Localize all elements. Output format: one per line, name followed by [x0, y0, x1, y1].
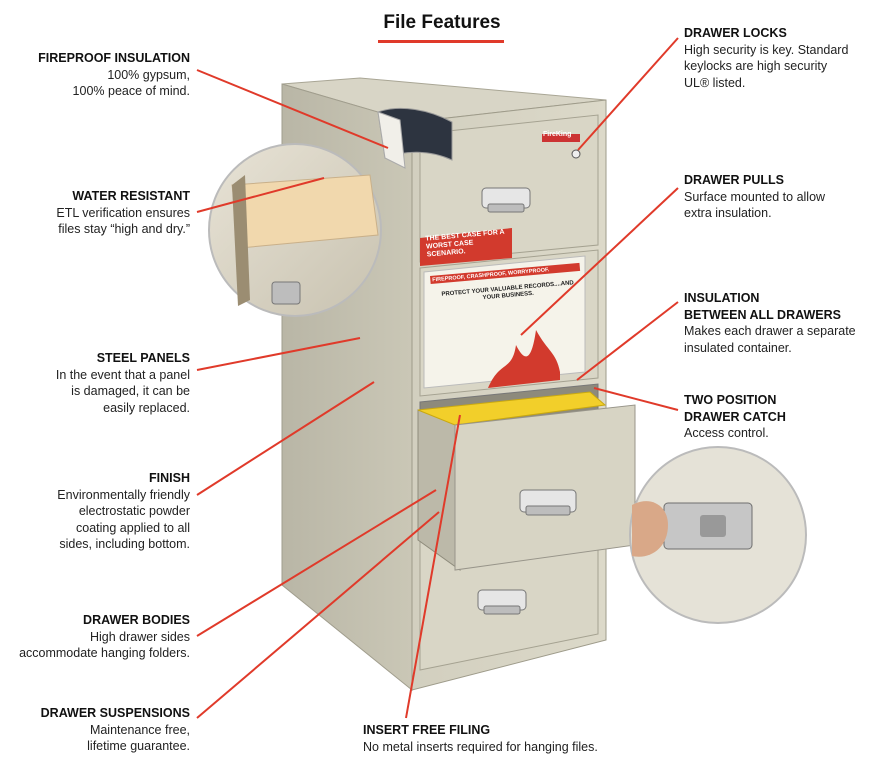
- title-underline: [378, 40, 504, 43]
- callout-text: Maintenance free, lifetime guarantee.: [87, 722, 190, 754]
- leader-fireproof: [196, 69, 389, 149]
- leader-insulation: [576, 301, 679, 381]
- leader-lines: [196, 37, 679, 719]
- leader-water: [196, 177, 325, 213]
- leader-finish: [196, 381, 375, 496]
- drawer-lock: [571, 149, 581, 159]
- callout-text: Surface mounted to allow extra insulatio…: [684, 189, 826, 221]
- callout-drawer-locks: DRAWER LOCKS High security is key. Stand…: [684, 25, 870, 91]
- slogan-label: [420, 228, 512, 266]
- leader-insert: [405, 414, 461, 719]
- callout-heading: STEEL PANELS: [96, 351, 190, 365]
- callout-heading: DRAWER SUSPENSIONS: [40, 706, 190, 720]
- callout-text: 100% gypsum, 100% peace of mind.: [72, 67, 190, 99]
- leader-catch: [593, 387, 679, 411]
- page-title: File Features: [383, 12, 501, 33]
- callout-insulation-between-drawers: INSULATION BETWEEN ALL DRAWERS Makes eac…: [684, 290, 870, 356]
- callout-heading: WATER RESISTANT: [72, 189, 190, 203]
- callout-heading: INSERT FREE FILING: [363, 723, 491, 737]
- drawer-pull-4: [477, 589, 527, 615]
- callout-heading: FIREPROOF INSULATION: [38, 51, 190, 65]
- callout-water-resistant: WATER RESISTANT ETL verification ensures…: [0, 188, 190, 238]
- callout-drawer-suspensions: DRAWER SUSPENSIONS Maintenance free, lif…: [0, 705, 190, 755]
- callout-steel-panels: STEEL PANELS In the event that a panel i…: [0, 350, 190, 416]
- leader-steel: [196, 337, 361, 371]
- callout-heading: TWO POSITION DRAWER CATCH: [684, 393, 786, 424]
- callout-fireproof: FIREPROOF INSULATION 100% gypsum, 100% p…: [0, 50, 190, 100]
- callout-heading: INSULATION BETWEEN ALL DRAWERS: [684, 291, 841, 322]
- callout-text: High security is key. Standard keylocks …: [684, 42, 849, 90]
- open-drawer-front: [454, 404, 636, 571]
- leader-suspensions: [196, 511, 440, 719]
- callout-heading: DRAWER LOCKS: [684, 26, 787, 40]
- callout-text: No metal inserts required for hanging fi…: [363, 739, 598, 754]
- leader-pulls: [520, 187, 679, 336]
- callout-drawer-bodies: DRAWER BODIES High drawer sides accommod…: [0, 612, 190, 662]
- leader-bodies: [196, 489, 437, 637]
- open-drawer-folders: [417, 391, 607, 426]
- callout-heading: FINISH: [149, 471, 190, 485]
- callout-text: Makes each drawer a separate insulated c…: [684, 324, 856, 355]
- callout-insert-free-filing: INSERT FREE FILING No metal inserts requ…: [363, 722, 653, 755]
- callout-drawer-pulls: DRAWER PULLS Surface mounted to allow ex…: [684, 172, 870, 222]
- drawer-pull-1: [481, 187, 531, 213]
- callout-two-position-catch: TWO POSITION DRAWER CATCH Access control…: [684, 392, 870, 442]
- callout-text: High drawer sides accommodate hanging fo…: [19, 629, 190, 661]
- callout-text: Access control.: [684, 426, 769, 440]
- callout-text: In the event that a panel is damaged, it…: [55, 367, 190, 415]
- flame-graphic: [488, 330, 560, 388]
- drawer-pull-3: [519, 489, 577, 516]
- callout-heading: DRAWER BODIES: [83, 613, 190, 627]
- callout-text: ETL verification ensures files stay “hig…: [56, 205, 190, 237]
- brand-text: FireKing: [543, 131, 572, 138]
- callout-text: Environmentally friendly electrostatic p…: [57, 487, 190, 552]
- leader-locks: [577, 37, 679, 151]
- callout-heading: DRAWER PULLS: [684, 173, 784, 187]
- brand-badge: [542, 134, 580, 142]
- callout-finish: FINISH Environmentally friendly electros…: [0, 470, 190, 553]
